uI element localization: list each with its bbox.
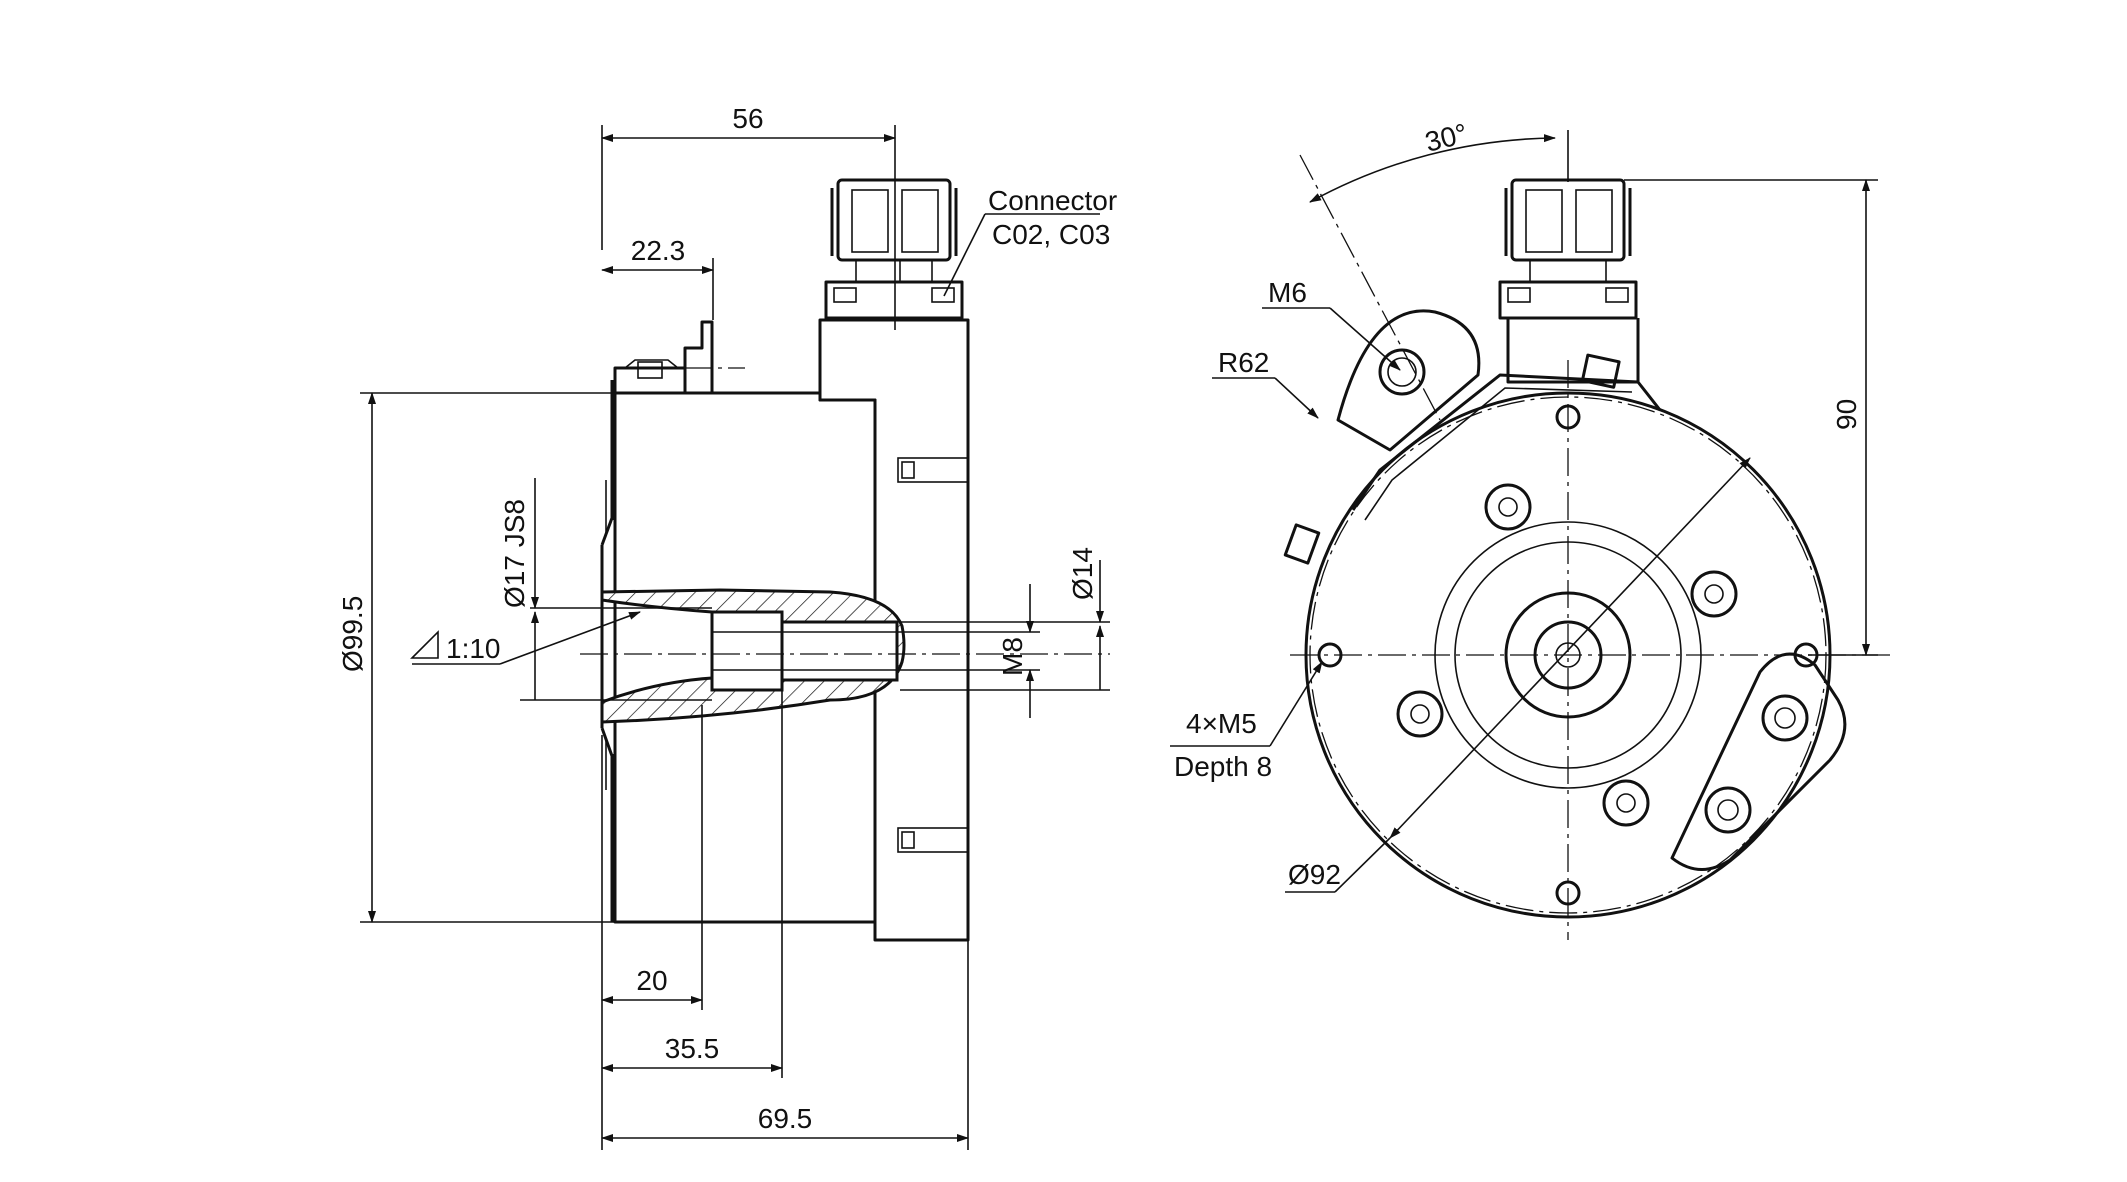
angle-30: 30° — [1422, 117, 1471, 157]
connector-types-label: C02, C03 — [992, 219, 1110, 250]
dim-69-5: 69.5 — [758, 1103, 813, 1134]
dim-90: 90 — [1831, 399, 1862, 430]
dim-20: 20 — [636, 965, 667, 996]
radius-r62: R62 — [1218, 347, 1269, 378]
dim-bore: Ø17 JS8 — [499, 499, 530, 608]
holes-label: 4×M5 — [1186, 708, 1257, 739]
dim-56: 56 — [732, 103, 763, 134]
dim-pcd: Ø92 — [1288, 859, 1341, 890]
front-view: 30° M6 R62 90 4×M5 Depth 8 Ø92 — [1170, 117, 1890, 940]
taper-label: 1:10 — [446, 633, 501, 664]
holes-depth-label: Depth 8 — [1174, 751, 1272, 782]
dim-body-diameter: Ø99.5 — [337, 596, 368, 672]
connector — [824, 178, 964, 320]
connector-label: Connector — [988, 185, 1117, 216]
dim-shaft: Ø14 — [1067, 547, 1098, 600]
side-view: 56 22.3 Connector C02, C03 Ø17 JS8 1:10 … — [337, 103, 1117, 1150]
front-connector — [1498, 178, 1640, 384]
dim-22-3: 22.3 — [631, 235, 686, 266]
dim-35-5: 35.5 — [665, 1033, 720, 1064]
thread-m8: M8 — [997, 637, 1028, 676]
thread-m6: M6 — [1268, 277, 1307, 308]
